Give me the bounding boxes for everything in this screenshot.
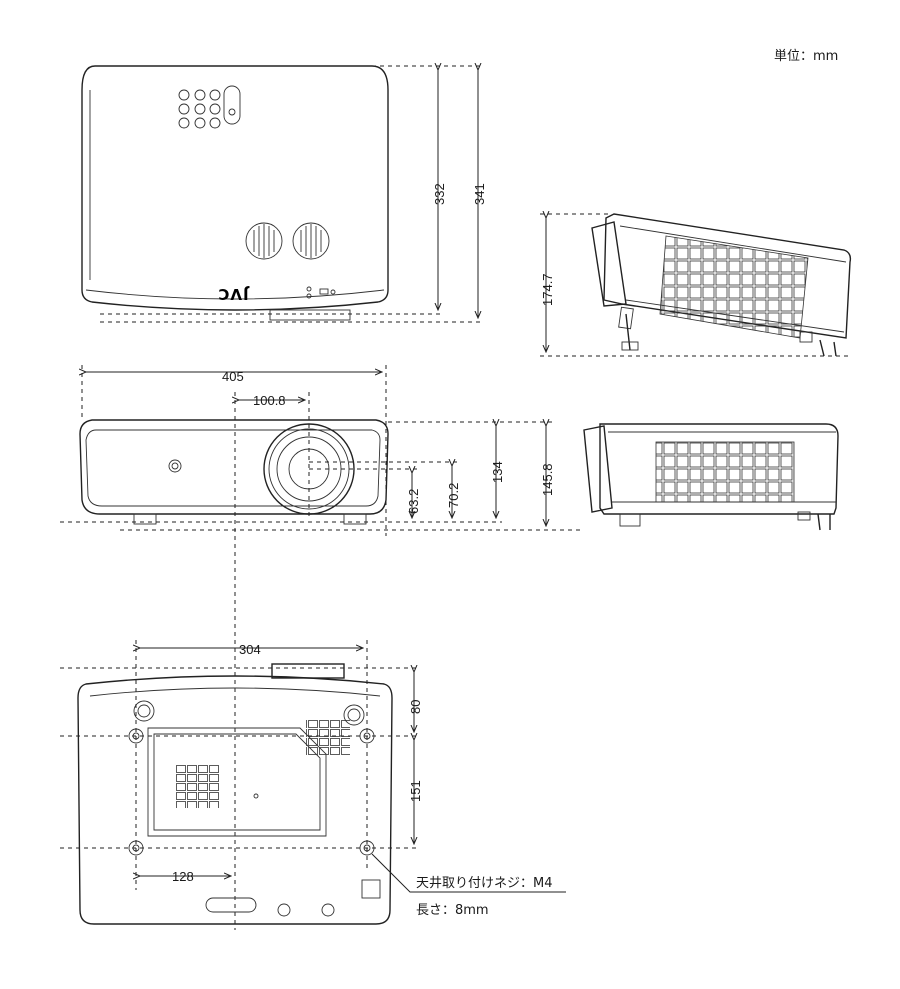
front-view-dimensions: 405 100.8 63.2 70.2 134 145.8 (60, 365, 580, 930)
dim-145-8: 145.8 (540, 463, 555, 496)
top-view-dimensions: 332 341 (100, 66, 487, 323)
dim-341: 341 (472, 183, 487, 205)
side-view-tilted (591, 213, 852, 357)
top-view: JVC (81, 65, 389, 321)
dim-80: 80 (408, 700, 423, 714)
dim-332: 332 (432, 183, 447, 205)
ceiling-screw-note: 天井取り付けネジ：M4 (416, 876, 553, 891)
dim-128: 128 (172, 869, 194, 884)
dim-134: 134 (490, 461, 505, 483)
side-view-flat (583, 423, 839, 531)
control-buttons (178, 85, 241, 129)
jvc-logo: JVC (217, 285, 249, 303)
unit-label: 単位：mm (774, 48, 838, 64)
dim-100-8: 100.8 (253, 393, 286, 408)
bottom-view-dimensions: 304 80 151 128 天井取り付けネジ：M4 長さ：8mm (60, 640, 566, 918)
dim-70-2: 70.2 (446, 483, 461, 508)
side-view-tilted-dimensions: 174.7 (540, 214, 850, 357)
bottom-view (77, 663, 393, 925)
dim-174-7: 174.7 (540, 273, 555, 306)
lens-knobs (245, 222, 330, 260)
dim-151: 151 (408, 780, 423, 802)
screw-length-note: 長さ：8mm (416, 903, 489, 918)
dim-405: 405 (222, 369, 244, 384)
front-view (79, 419, 389, 525)
dim-304: 304 (239, 642, 261, 657)
dim-63-2: 63.2 (406, 489, 421, 514)
